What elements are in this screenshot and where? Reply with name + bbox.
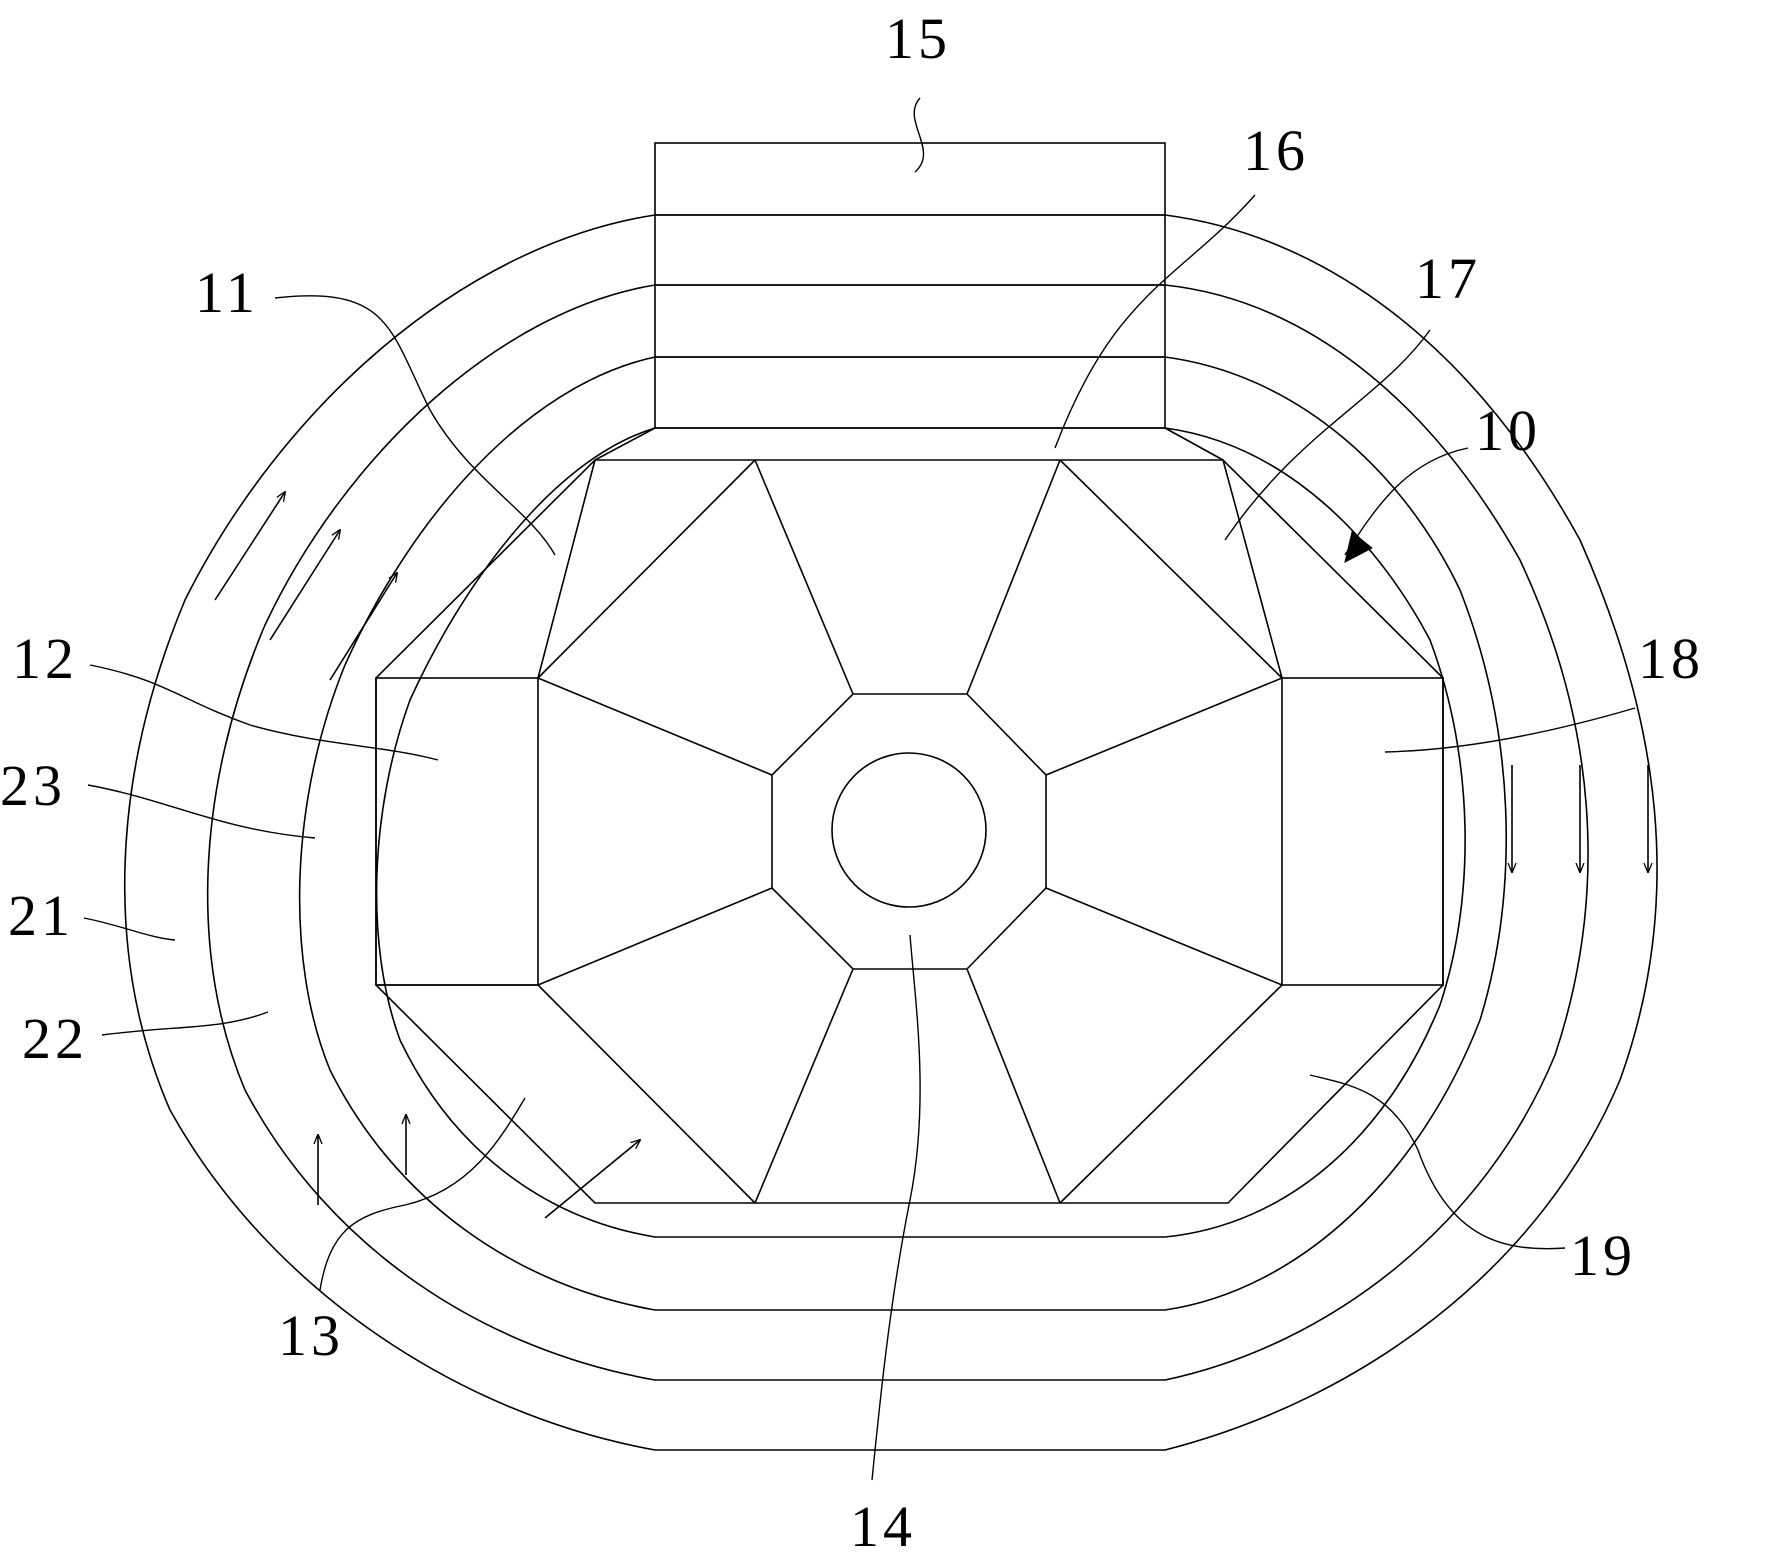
vane [966, 968, 1061, 1204]
vane [537, 887, 773, 986]
leader-16 [1054, 194, 1256, 449]
label-17: 17 [1415, 246, 1481, 311]
leader-15 [913, 97, 925, 173]
label-11: 11 [195, 260, 259, 325]
rotor-body [375, 427, 1444, 1204]
label-19: 19 [1570, 1223, 1636, 1288]
leader-14 [871, 934, 921, 1481]
reference-labels: 15 16 11 17 10 12 18 23 21 22 13 19 14 [0, 6, 1704, 1552]
label-15: 15 [885, 6, 951, 71]
vane [1222, 459, 1283, 679]
flow-arrows-right-down [1512, 765, 1648, 872]
leader-21 [83, 917, 176, 941]
label-12: 12 [12, 626, 78, 691]
label-10: 10 [1475, 398, 1541, 463]
ring-fourth [375, 427, 1466, 1238]
leader-19 [1309, 1074, 1566, 1250]
right-chamber-box [1281, 677, 1444, 986]
vane [1045, 677, 1283, 776]
vane [966, 459, 1061, 695]
flow-arrow-up-icon [214, 492, 285, 601]
vane [537, 984, 756, 1204]
hub-octagon [771, 693, 1047, 970]
leader-13 [319, 1097, 526, 1291]
leader-12 [89, 664, 439, 761]
outer-casing-rings [123, 214, 1658, 1451]
label-13: 13 [278, 1303, 344, 1368]
label-22: 22 [22, 1006, 88, 1071]
flow-arrow-up-icon [269, 530, 340, 641]
vane [754, 459, 854, 695]
vane [1059, 459, 1283, 679]
label-18: 18 [1638, 626, 1704, 691]
rotor-outline [375, 459, 1444, 1204]
rotor-top-edge [1164, 427, 1224, 461]
vane [537, 459, 596, 679]
vane [1045, 887, 1283, 986]
leader-10-arrow [1344, 447, 1469, 556]
ring-outer [123, 214, 1658, 1451]
flow-arrows-bottom [544, 1140, 640, 1219]
vane [537, 459, 756, 679]
rotor-top-edge [594, 427, 656, 461]
leader-17 [1224, 329, 1431, 541]
vane [537, 677, 773, 776]
label-21: 21 [8, 883, 74, 948]
shaft-circle [831, 752, 987, 908]
label-14: 14 [850, 1494, 916, 1552]
leader-lines [83, 97, 1636, 1481]
ring-second [206, 284, 1589, 1381]
flow-arrows-left-up [214, 492, 406, 1205]
inlet-tube [654, 142, 1166, 429]
leader-11 [274, 295, 556, 556]
leader-18 [1384, 707, 1636, 753]
vane [1059, 984, 1283, 1204]
ring-third [298, 356, 1507, 1311]
leader-22 [101, 1011, 269, 1036]
label-16: 16 [1243, 118, 1309, 183]
label-23: 23 [0, 753, 66, 818]
vane [754, 968, 854, 1204]
flow-arrow-up-icon [329, 573, 397, 681]
impeller-vanes [376, 459, 1283, 1204]
leader-23 [87, 784, 316, 839]
flow-arrow-diagonal-icon [544, 1140, 640, 1219]
leader-10-arrowhead-icon [1344, 531, 1373, 563]
left-chamber-box [375, 677, 539, 986]
